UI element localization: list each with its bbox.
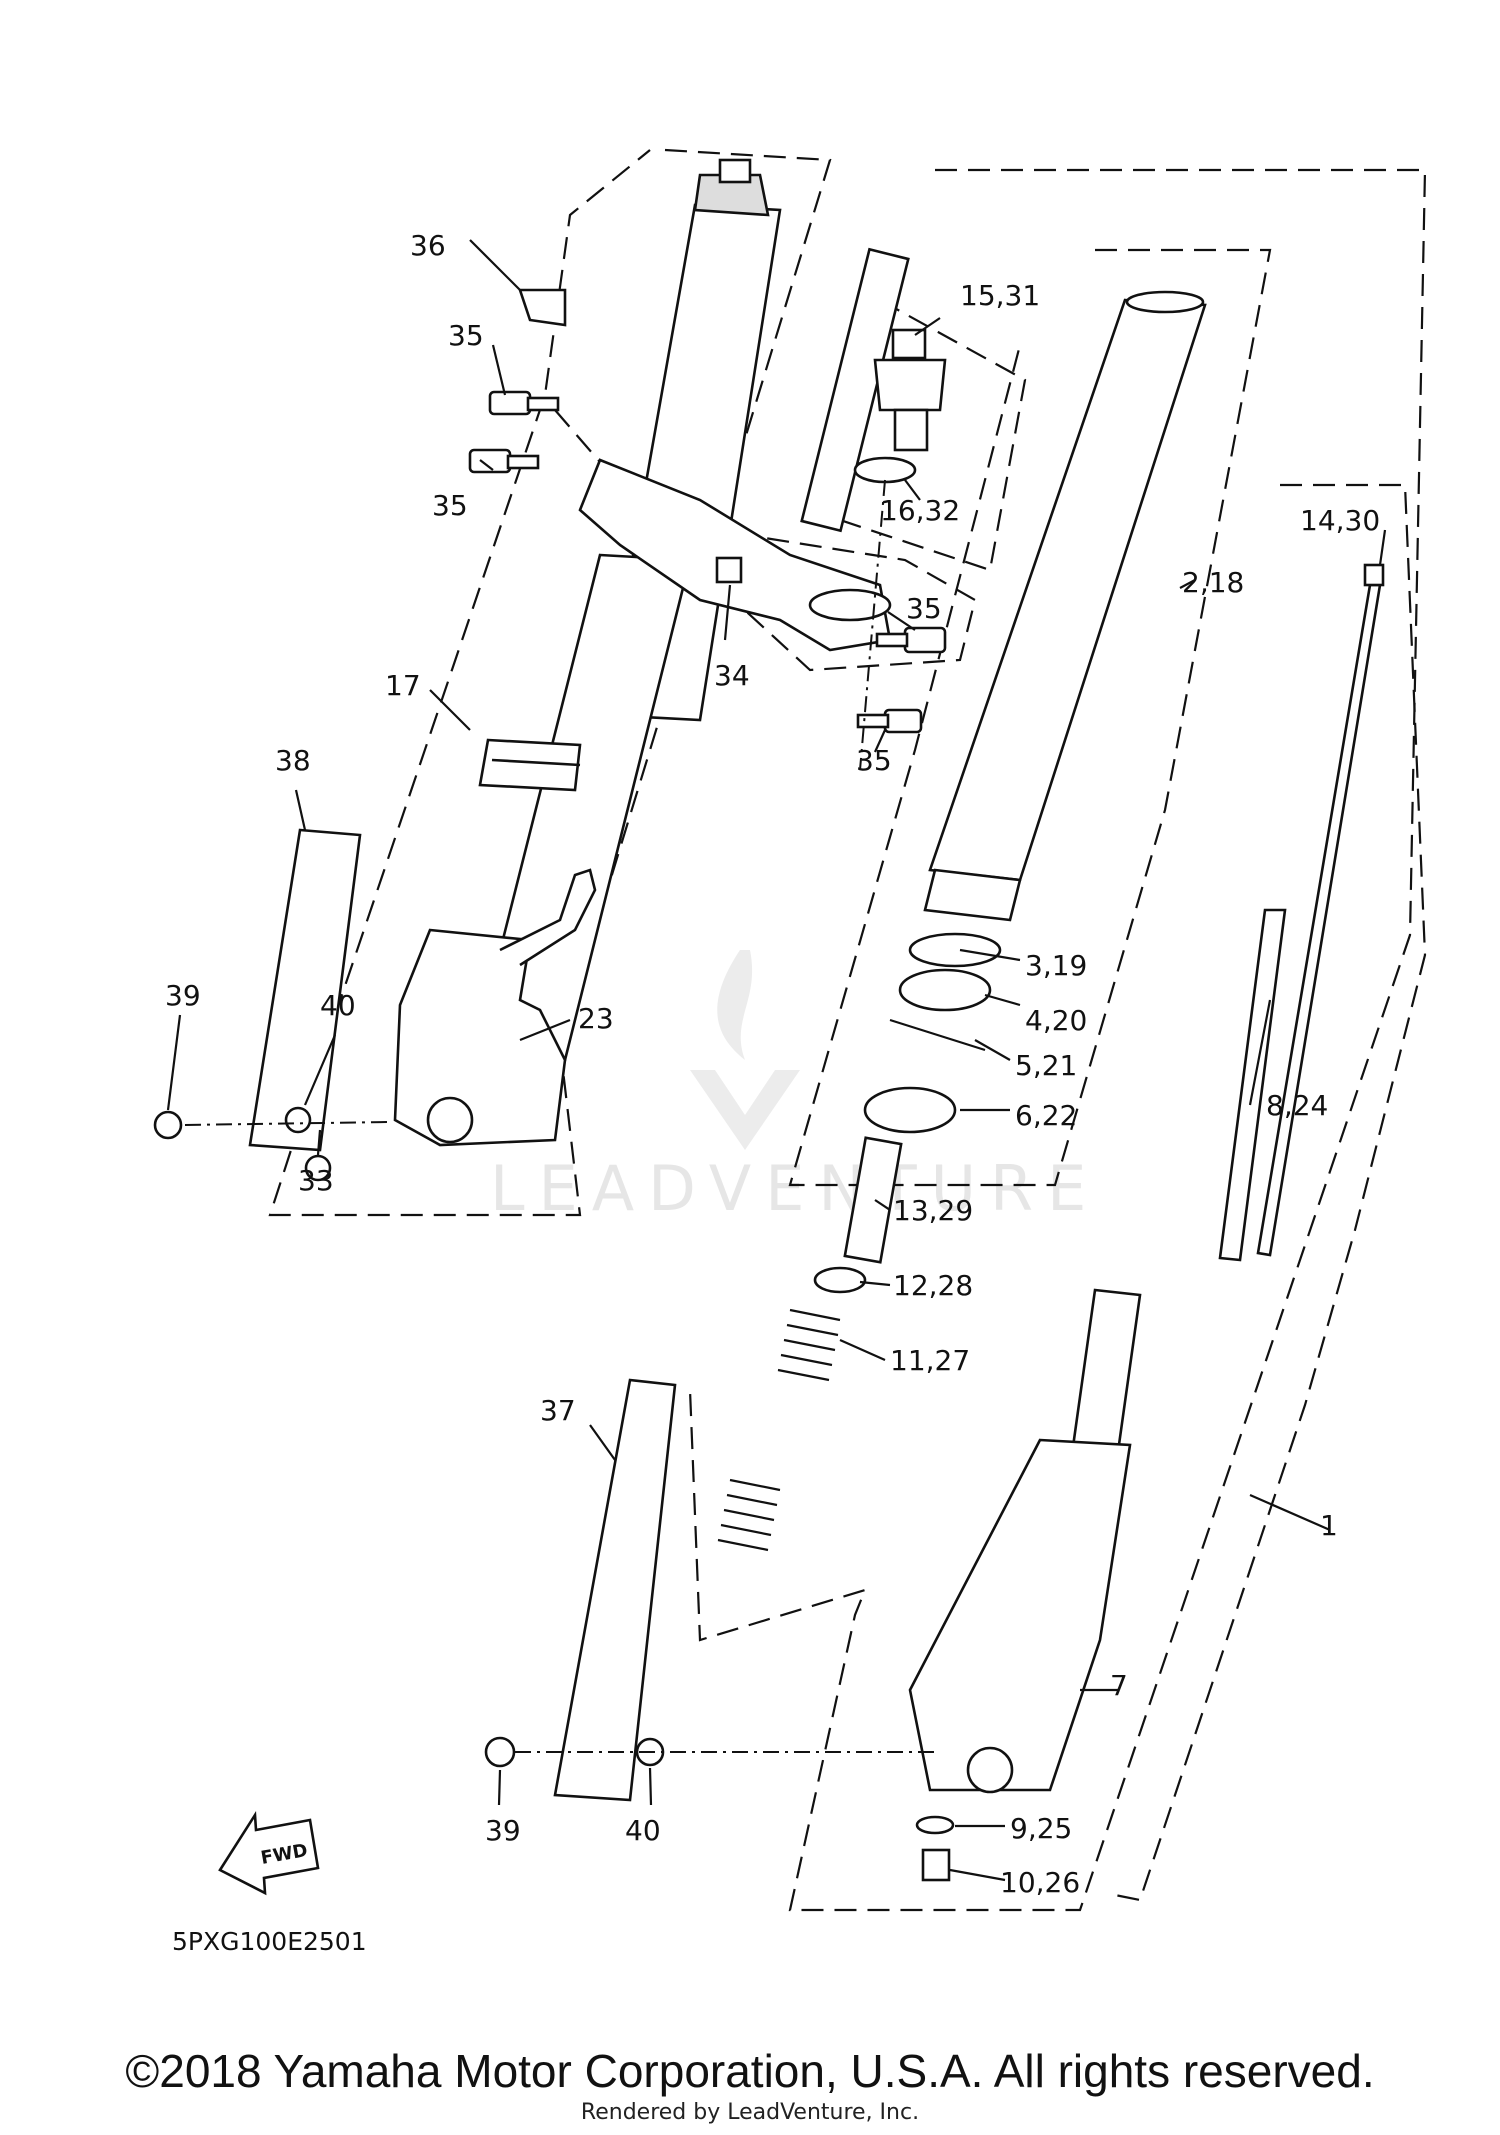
bolt-35-b [468, 448, 540, 474]
washer-9 [915, 1815, 955, 1835]
clip [889, 1018, 986, 1052]
callout-15-31: 15,31 [960, 279, 1040, 312]
oil-seal [898, 968, 992, 1012]
callout-35: 35 [448, 319, 484, 352]
callout-5-21: 5,21 [1015, 1049, 1077, 1082]
group-outline-right-assembly [688, 168, 1427, 1912]
collar-40-upper [284, 1106, 312, 1134]
bolt-39-lower [484, 1736, 516, 1768]
callout-3-19: 3,19 [1025, 949, 1087, 982]
callout-35: 35 [906, 592, 942, 625]
fork-bottom-case-left [393, 868, 597, 1147]
nut-34 [715, 556, 743, 584]
o-ring [853, 456, 917, 484]
callout-17: 17 [385, 669, 421, 702]
copyright-notice: ©2018 Yamaha Motor Corporation, U.S.A. A… [125, 2045, 1375, 2097]
bolt-35-d [856, 708, 923, 734]
guide-bushing [863, 1086, 957, 1134]
label-36 [518, 288, 567, 327]
callout-2-18: 2,18 [1182, 566, 1244, 599]
callout-23: 23 [578, 1002, 614, 1035]
callout-8-24: 8,24 [1266, 1089, 1328, 1122]
fork-guard-38 [248, 828, 362, 1152]
rendered-by-notice: Rendered by LeadVenture, Inc. [580, 2100, 920, 2125]
watermark-flame-icon [717, 950, 753, 1060]
callout-40: 40 [320, 989, 356, 1022]
callout-4-20: 4,20 [1025, 1004, 1087, 1037]
watermark-v-icon [690, 1070, 800, 1150]
damper-rod [1218, 563, 1385, 1262]
bolt-35-c [875, 626, 947, 654]
fork-outer-tube [923, 290, 1207, 922]
bolt-39-upper [153, 1110, 183, 1140]
callout-36: 36 [410, 229, 446, 262]
bolt-33 [304, 1154, 332, 1182]
under-bracket [578, 247, 910, 652]
bolt-10 [921, 1848, 951, 1882]
callout-40: 40 [625, 1814, 661, 1847]
callout-35: 35 [856, 744, 892, 777]
alignment-line-upper [184, 1121, 391, 1126]
callout-39: 39 [165, 979, 201, 1012]
callout-9-25: 9,25 [1010, 1812, 1072, 1845]
cap-bolt [873, 328, 947, 452]
dust-seal [908, 932, 1002, 968]
leader-lines [166, 239, 1387, 1882]
callout-33: 33 [298, 1164, 334, 1197]
spring-seat [813, 1266, 867, 1294]
fwd-arrow-icon: FWD [218, 1810, 320, 1896]
callout-1: 1 [1320, 1509, 1338, 1542]
fork-guard-37 [553, 1378, 677, 1802]
callout-6-22: 6,22 [1015, 1099, 1077, 1132]
fork-spring-bottom [717, 1478, 781, 1552]
group-outline-outer-tube [788, 248, 1272, 1187]
callout-16-32: 16,32 [880, 494, 960, 527]
callout-37: 37 [540, 1394, 576, 1427]
callout-35: 35 [432, 489, 468, 522]
callout-13-29: 13,29 [893, 1194, 973, 1227]
callout-14-30: 14,30 [1300, 504, 1380, 537]
diagram-code: 5PXG100E2501 [172, 1927, 367, 1956]
callout-11-27: 11,27 [890, 1344, 970, 1377]
callout-10-26: 10,26 [1000, 1866, 1080, 1899]
callout-38: 38 [275, 744, 311, 777]
group-outline-damper [1114, 483, 1427, 1902]
callout-34: 34 [714, 659, 750, 692]
spacer [843, 1136, 903, 1264]
callout-12-28: 12,28 [893, 1269, 973, 1302]
bolt-35-a [488, 390, 560, 416]
watermark: LEADVENTURE [490, 1152, 1100, 1225]
callout-7: 7 [1110, 1669, 1128, 1702]
fork-spring-top [777, 1308, 841, 1382]
callout-39: 39 [485, 1814, 521, 1847]
fork-bottom-case-right [908, 1288, 1142, 1794]
